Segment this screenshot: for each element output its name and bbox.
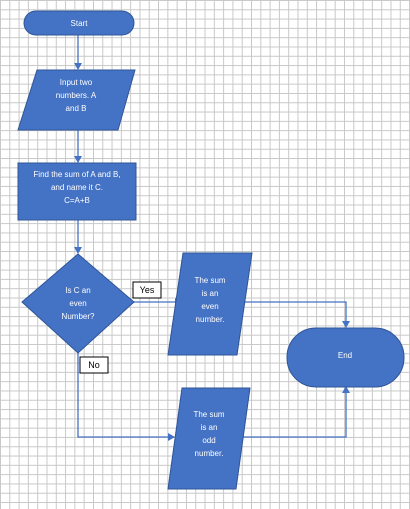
process-label-line-3: C=A+B bbox=[64, 196, 90, 205]
even-output-line-3: even bbox=[201, 302, 218, 311]
input-node: Input two numbers. A and B bbox=[17, 69, 136, 131]
no-label: No bbox=[79, 356, 109, 374]
end-label: End bbox=[338, 351, 352, 360]
process-label-line-2: and name it C. bbox=[51, 183, 103, 192]
start-node: Start bbox=[23, 10, 135, 36]
odd-output-line-3: odd bbox=[202, 436, 215, 445]
even-output-line-2: is an bbox=[202, 289, 219, 298]
no-label-text: No bbox=[88, 360, 100, 370]
input-label-line-1: Input two bbox=[60, 78, 93, 87]
even-output-line-4: number. bbox=[196, 315, 225, 324]
even-output-node: The sum is an even number. bbox=[167, 252, 253, 356]
yes-label-text: Yes bbox=[140, 285, 155, 295]
end-node: End bbox=[286, 327, 405, 388]
input-label-line-2: numbers. A bbox=[56, 91, 97, 100]
decision-label-line-2: even bbox=[69, 299, 86, 308]
decision-label-line-3: Number? bbox=[62, 312, 95, 321]
odd-output-node: The sum is an odd number. bbox=[167, 387, 251, 490]
connectors bbox=[74, 35, 350, 441]
decision-node: Is C an even Number? bbox=[21, 253, 135, 354]
connector-odd-output-to-end bbox=[238, 386, 350, 438]
yes-label: Yes bbox=[132, 281, 162, 299]
odd-output-line-4: number. bbox=[195, 449, 224, 458]
process-label-line-1: Find the sum of A and B, bbox=[33, 170, 120, 179]
odd-output-line-2: is an bbox=[201, 423, 218, 432]
decision-label-line-1: Is C an bbox=[65, 286, 90, 295]
even-output-line-1: The sum bbox=[194, 276, 225, 285]
process-node: Find the sum of A and B, and name it C. … bbox=[17, 162, 137, 221]
connector-even-output-to-end bbox=[244, 301, 350, 328]
start-label: Start bbox=[71, 19, 89, 28]
connector-decision-to-odd-output bbox=[77, 353, 175, 441]
input-label-line-3: and B bbox=[66, 104, 87, 113]
odd-output-line-1: The sum bbox=[193, 410, 224, 419]
